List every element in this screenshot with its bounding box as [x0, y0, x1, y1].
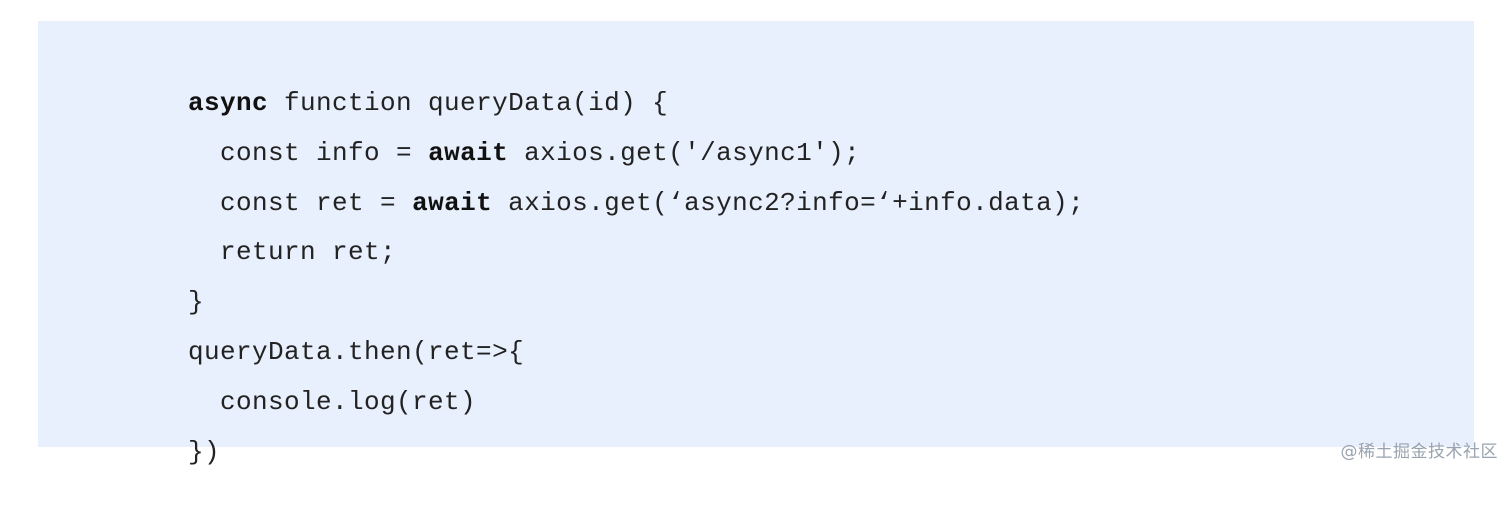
- code-line-4: return ret;: [92, 192, 1084, 267]
- code-lines: async function queryData(id) { const inf…: [92, 43, 1084, 467]
- code-line-7: console.log(ret): [92, 342, 1084, 417]
- code-token: function queryData(id) {: [268, 88, 669, 118]
- code-token: axios.get(‘async2?info=‘+info.data);: [492, 187, 1085, 218]
- code-line-1: async function queryData(id) {: [92, 43, 1084, 118]
- code-token: console.log(ret): [188, 386, 477, 417]
- code-token: const info =: [188, 137, 429, 168]
- keyword-await: await: [412, 187, 493, 218]
- code-line-3: const ret = await axios.get(‘async2?info…: [92, 143, 1084, 218]
- code-token: return ret;: [188, 237, 397, 268]
- keyword-await: await: [428, 137, 509, 168]
- code-token: axios.get('/async1');: [508, 137, 861, 168]
- watermark-text: @稀土掘金技术社区: [1340, 442, 1498, 462]
- code-token: const ret =: [188, 187, 413, 218]
- code-block: async function queryData(id) { const inf…: [38, 21, 1474, 467]
- code-token: }: [188, 287, 205, 318]
- code-line-8: }): [92, 392, 1084, 467]
- code-line-5: }: [92, 242, 1084, 317]
- keyword-async: async: [188, 88, 269, 118]
- code-line-2: const info = await axios.get('/async1');: [92, 93, 1084, 168]
- code-token: }): [188, 436, 221, 467]
- code-token: queryData.then(ret=>{: [188, 336, 525, 367]
- code-line-6: queryData.then(ret=>{: [92, 292, 1084, 367]
